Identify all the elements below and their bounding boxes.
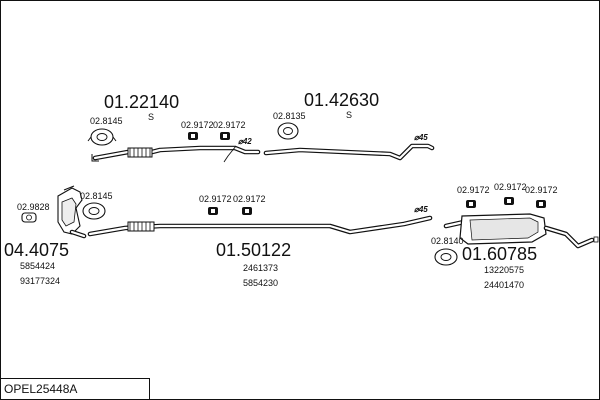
- rubber-hanger-icon: [504, 197, 514, 205]
- rubber-hanger-icon: [208, 207, 218, 215]
- fitting-number-label: 02.8140: [431, 236, 464, 246]
- part-number-label: 01.60785: [462, 244, 537, 264]
- oem-number-label: 13220575: [484, 265, 524, 275]
- diameter-label: ⌀42: [238, 137, 252, 146]
- gasket-icon: [21, 212, 37, 223]
- part-suffix-label: S: [346, 110, 352, 120]
- rubber-hanger-icon: [220, 132, 230, 140]
- clamp-icon: [434, 248, 458, 266]
- fitting-number-label: 02.8145: [80, 191, 113, 201]
- rubber-hanger-icon: [242, 207, 252, 215]
- part-number-label: 04.4075: [4, 240, 69, 260]
- rubber-hanger-icon: [188, 132, 198, 140]
- part-number-label: 01.50122: [216, 240, 291, 260]
- rubber-hanger-icon: [536, 200, 546, 208]
- rear-silencer-01-60785: [443, 213, 599, 249]
- fitting-number-label: 02.9172: [181, 120, 214, 130]
- fitting-number-label: 02.8145: [90, 116, 123, 126]
- fitting-number-label: 02.9828: [17, 202, 50, 212]
- diameter-label: ⌀45: [414, 133, 428, 142]
- clamp-icon: [82, 202, 106, 220]
- part-suffix-label: S: [148, 112, 154, 122]
- reference-label: OPEL25448A: [4, 382, 77, 396]
- oem-number-label: 5854424: [20, 261, 55, 271]
- fitting-number-label: 02.9172: [457, 185, 490, 195]
- clamp-icon: [87, 128, 117, 146]
- oem-number-label: 5854230: [243, 278, 278, 288]
- fitting-number-label: 02.9172: [525, 185, 558, 195]
- clamp-icon: [277, 122, 299, 140]
- reference-box: OPEL25448A: [0, 378, 150, 400]
- part-number-label: 01.22140: [104, 92, 179, 112]
- fitting-number-label: 02.8135: [273, 111, 306, 121]
- oem-number-label: 93177324: [20, 276, 60, 286]
- fitting-number-label: 02.9172: [199, 194, 232, 204]
- front-pipe-01-22140: [91, 145, 261, 162]
- diameter-label: ⌀45: [414, 205, 428, 214]
- part-number-label: 01.42630: [304, 90, 379, 110]
- fitting-number-label: 02.9172: [494, 182, 527, 192]
- oem-number-label: 2461373: [243, 263, 278, 273]
- fitting-number-label: 02.9172: [233, 194, 266, 204]
- fitting-number-label: 02.9172: [213, 120, 246, 130]
- oem-number-label: 24401470: [484, 280, 524, 290]
- catalytic-converter-04-4075: [57, 185, 87, 239]
- middle-pipe-01-42630: [263, 143, 435, 161]
- long-pipe-01-50122: [87, 215, 433, 237]
- rubber-hanger-icon: [466, 200, 476, 208]
